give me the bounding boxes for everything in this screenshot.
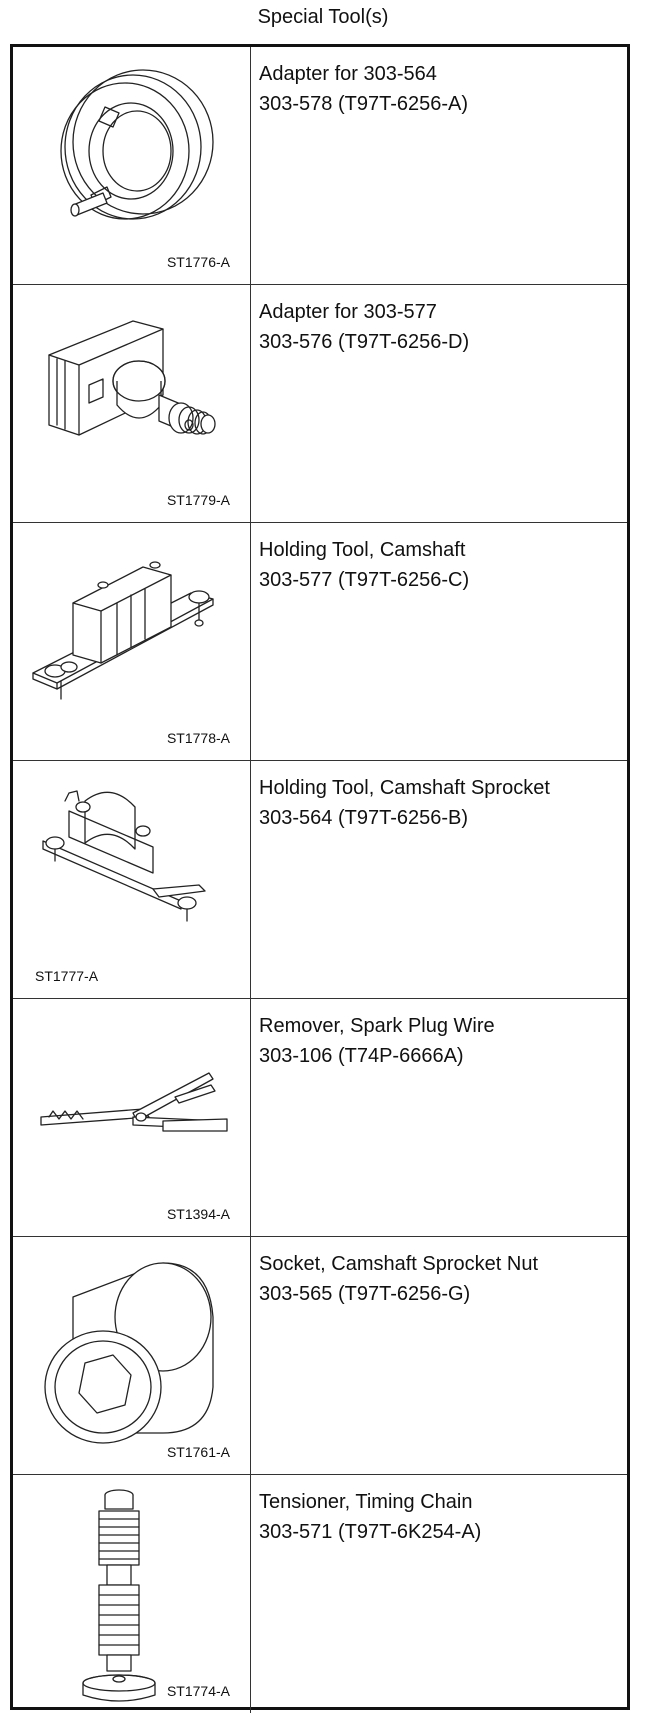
timing-chain-tensioner-illustration [82,1489,156,1702]
tool-description: Tensioner, Timing Chain 303-571 (T97T-6K… [259,1487,481,1547]
table-row: ST1779-A Adapter for 303-577 303-576 (T9… [13,285,627,523]
tool-description: Holding Tool, Camshaft Sprocket 303-564 … [259,773,550,833]
tool-name: Tensioner, Timing Chain [259,1491,473,1513]
tool-description: Adapter for 303-577 303-576 (T97T-6256-D… [259,297,469,357]
tool-name: Holding Tool, Camshaft Sprocket [259,777,550,799]
tool-description: Socket, Camshaft Sprocket Nut 303-565 (T… [259,1249,538,1309]
tool-name: Adapter for 303-564 [259,63,437,85]
table-row: ST1774-A Tensioner, Timing Chain 303-571… [13,1475,627,1713]
tool-name: Socket, Camshaft Sprocket Nut [259,1253,539,1275]
tool-part-number: 303-577 (T97T-6256-C) [259,569,470,591]
tool-name: Holding Tool, Camshaft [259,539,466,561]
table-row: ST1761-A Socket, Camshaft Sprocket Nut 3… [13,1237,627,1475]
adapter-block-illustration [48,320,216,436]
figure-id: ST1761-A [166,1444,230,1460]
page-title: Special Tool(s) [257,6,389,28]
tool-name: Adapter for 303-577 [259,301,437,323]
tool-description: Holding Tool, Camshaft 303-577 (T97T-625… [259,535,469,595]
tool-description: Adapter for 303-564 303-578 (T97T-6256-A… [259,59,468,119]
tool-illustration-cell: ST1394-A [13,999,251,1236]
figure-id: ST1777-A [35,968,99,984]
tool-illustration-cell: ST1761-A [13,1237,251,1474]
figure-id: ST1774-A [166,1683,230,1699]
figure-id: ST1779-A [166,492,230,508]
tool-illustration-cell: ST1777-A [13,761,251,998]
special-tools-table: ST1776-A Adapter for 303-564 303-578 (T9… [10,44,630,1713]
tool-part-number: 303-576 (T97T-6256-D) [259,331,470,353]
tool-illustration-cell: ST1774-A [13,1475,251,1713]
tool-name: Remover, Spark Plug Wire [259,1015,495,1037]
tool-illustration-cell: ST1776-A [13,47,251,284]
tool-part-number: 303-106 (T74P-6666A) [259,1045,464,1067]
tool-part-number: 303-571 (T97T-6K254-A) [259,1521,482,1543]
tool-part-number: 303-578 (T97T-6256-A) [259,93,469,115]
tool-part-number: 303-565 (T97T-6256-G) [259,1283,471,1305]
tool-part-number: 303-564 (T97T-6256-B) [259,807,469,829]
table-row: ST1394-A Remover, Spark Plug Wire 303-10… [13,999,627,1237]
figure-id: ST1778-A [166,730,230,746]
camshaft-holding-tool-illustration [32,561,214,700]
adapter-pulley-illustration [60,69,214,220]
tool-illustration-cell: ST1778-A [13,523,251,760]
table-row: ST1776-A Adapter for 303-564 303-578 (T9… [13,47,627,285]
sprocket-nut-socket-illustration [44,1262,214,1444]
table-row: ST1777-A Holding Tool, Camshaft Sprocket… [13,761,627,999]
tool-illustration-cell: ST1779-A [13,285,251,522]
spark-plug-wire-remover-illustration [40,1072,228,1132]
sprocket-holding-tool-illustration [42,790,206,922]
figure-id: ST1394-A [166,1206,230,1222]
figure-id: ST1776-A [166,254,230,270]
table-row: ST1778-A Holding Tool, Camshaft 303-577 … [13,523,627,761]
tool-description: Remover, Spark Plug Wire 303-106 (T74P-6… [259,1011,495,1071]
